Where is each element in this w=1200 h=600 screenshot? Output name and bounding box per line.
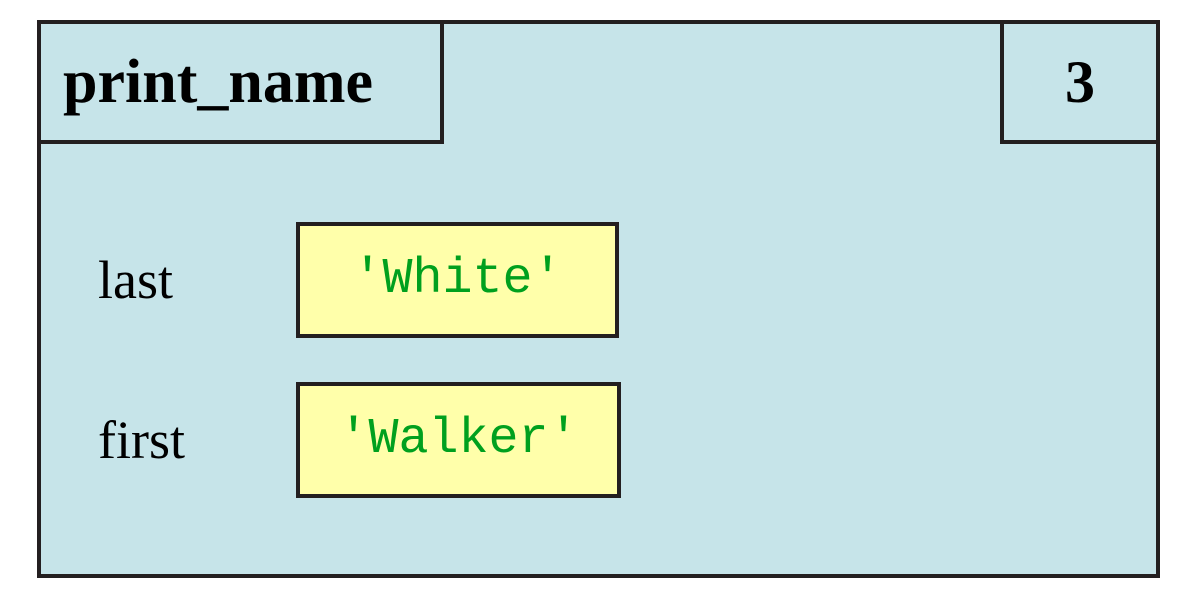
frame-name-label: print_name [63, 48, 373, 116]
variable-value-text: 'Walker' [338, 411, 579, 468]
variable-value-box: 'Walker' [296, 382, 621, 498]
frame-name-tab: print_name [37, 20, 444, 144]
variable-row: first 'Walker' [41, 382, 621, 498]
variable-value-box: 'White' [296, 222, 619, 338]
variable-name-label: first [98, 410, 185, 470]
variable-name-label: last [98, 250, 173, 310]
variable-value-text: 'White' [352, 251, 563, 308]
frame-counter-box: 3 [1000, 20, 1160, 144]
frame-counter-value: 3 [1065, 49, 1095, 115]
variable-row: last 'White' [41, 222, 619, 338]
